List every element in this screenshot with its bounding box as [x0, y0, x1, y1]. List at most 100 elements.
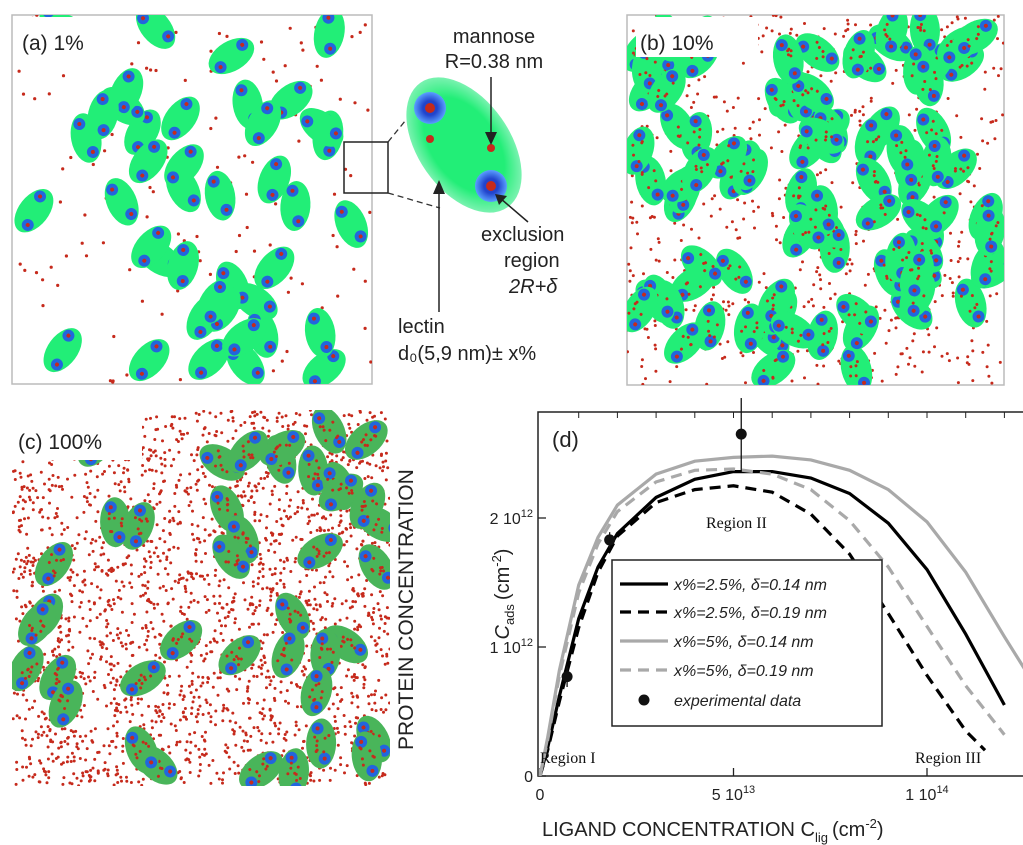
zoom-line-bottom: [387, 192, 441, 209]
mannose-dot: [78, 630, 82, 634]
lectin: [627, 286, 658, 333]
mannose-dot: [186, 492, 190, 496]
mannose-dot: [118, 631, 122, 635]
mannose-dot: [849, 56, 853, 60]
mannose-dot: [197, 774, 201, 778]
mannose-dot: [797, 186, 801, 190]
mannose-dot: [851, 48, 855, 52]
mannose-dot: [78, 589, 82, 593]
mannose-dot: [142, 675, 146, 679]
mannose-dot: [705, 382, 709, 385]
mannose-dot: [172, 703, 176, 706]
mannose-dot: [286, 606, 290, 610]
mannose-dot: [277, 727, 281, 731]
mannose-dot: [129, 641, 133, 645]
mannose-dot: [642, 272, 645, 276]
mannose-dot: [280, 602, 285, 607]
mannose-dot: [191, 577, 195, 581]
mannose-dot: [232, 596, 236, 600]
mannose-dot: [985, 319, 989, 323]
mannose-dot: [18, 530, 22, 534]
mannose-dot: [307, 515, 311, 519]
mannose-dot: [701, 152, 706, 157]
mannose-dot: [231, 436, 235, 440]
mannose-dot: [155, 502, 159, 506]
mannose-dot: [737, 275, 741, 279]
mannose-dot: [12, 469, 15, 473]
mannose-dot: [149, 454, 153, 458]
mannose-dot: [907, 251, 911, 255]
mannose-dot: [989, 244, 994, 249]
mannose-dot: [195, 572, 198, 576]
mannose-dot: [343, 560, 347, 564]
mannose-dot: [129, 212, 134, 217]
mannose-dot: [233, 512, 237, 516]
mannose-dot: [654, 369, 658, 373]
mannose-dot: [627, 311, 631, 315]
mannose-dot: [191, 509, 194, 513]
mannose-dot: [208, 272, 212, 276]
mannose-dot: [221, 778, 224, 782]
mannose-dot: [246, 686, 250, 690]
mannose-dot: [12, 589, 16, 593]
mannose-dot: [173, 724, 177, 728]
mannose-dot: [70, 600, 74, 604]
mannose-dot: [284, 443, 288, 447]
mannose-dot: [273, 539, 276, 543]
mannose-dot: [268, 502, 272, 506]
mannose-dot: [96, 751, 100, 754]
mannose-dot: [956, 381, 960, 385]
mannose-dot: [306, 453, 311, 458]
mannose-dot: [144, 626, 148, 630]
mannose-dot: [141, 583, 145, 587]
mannose-dot: [53, 516, 57, 520]
mannose-dot: [56, 666, 60, 670]
mannose-dot: [106, 727, 110, 731]
mannose-dot: [178, 573, 182, 577]
mannose-dot: [103, 686, 107, 690]
mannose-dot: [743, 298, 747, 302]
mannose-dot: [934, 77, 938, 81]
mannose-dot: [103, 470, 106, 473]
mannose-dot: [288, 26, 292, 30]
lectin-body: [733, 303, 765, 354]
mannose-dot: [166, 602, 170, 606]
mannose-dot: [250, 495, 254, 499]
mannose-dot: [201, 516, 205, 520]
mannose-dot: [335, 436, 339, 440]
mannose-dot: [262, 654, 266, 658]
mannose-dot: [277, 532, 281, 536]
mannose-dot: [152, 144, 157, 149]
mannose-dot: [801, 232, 805, 236]
mannose-dot: [257, 729, 261, 733]
mannose-dot: [141, 626, 144, 630]
mannose-dot: [144, 559, 148, 563]
mannose-dot: [234, 429, 238, 433]
mannose-dot: [266, 475, 269, 478]
mannose-dot: [816, 266, 820, 270]
mannose-dot: [654, 179, 658, 183]
mannose-dot: [120, 580, 124, 584]
mannose-dot: [316, 472, 320, 476]
lectin: [806, 310, 838, 360]
mannose-dot: [59, 630, 63, 634]
mannose-dot: [386, 661, 390, 665]
mannose-dot: [869, 66, 873, 70]
mannose-dot: [987, 374, 991, 378]
mannose-dot: [288, 612, 292, 616]
mannose-dot: [790, 327, 794, 331]
mannose-dot: [51, 759, 55, 763]
mannose-dot: [331, 420, 335, 424]
mannose-dot: [154, 720, 158, 724]
mannose-dot: [819, 278, 822, 282]
mannose-dot: [217, 584, 221, 588]
mannose-dot: [194, 553, 198, 557]
mannose-dot: [272, 675, 276, 679]
mannose-dot: [644, 71, 648, 75]
mannose-dot: [194, 715, 198, 719]
mannose-dot: [87, 662, 91, 666]
mannose-dot: [895, 299, 900, 304]
exclusion-arrow: [499, 197, 529, 223]
mannose-dot: [201, 471, 205, 475]
mannose-dot: [25, 222, 30, 227]
